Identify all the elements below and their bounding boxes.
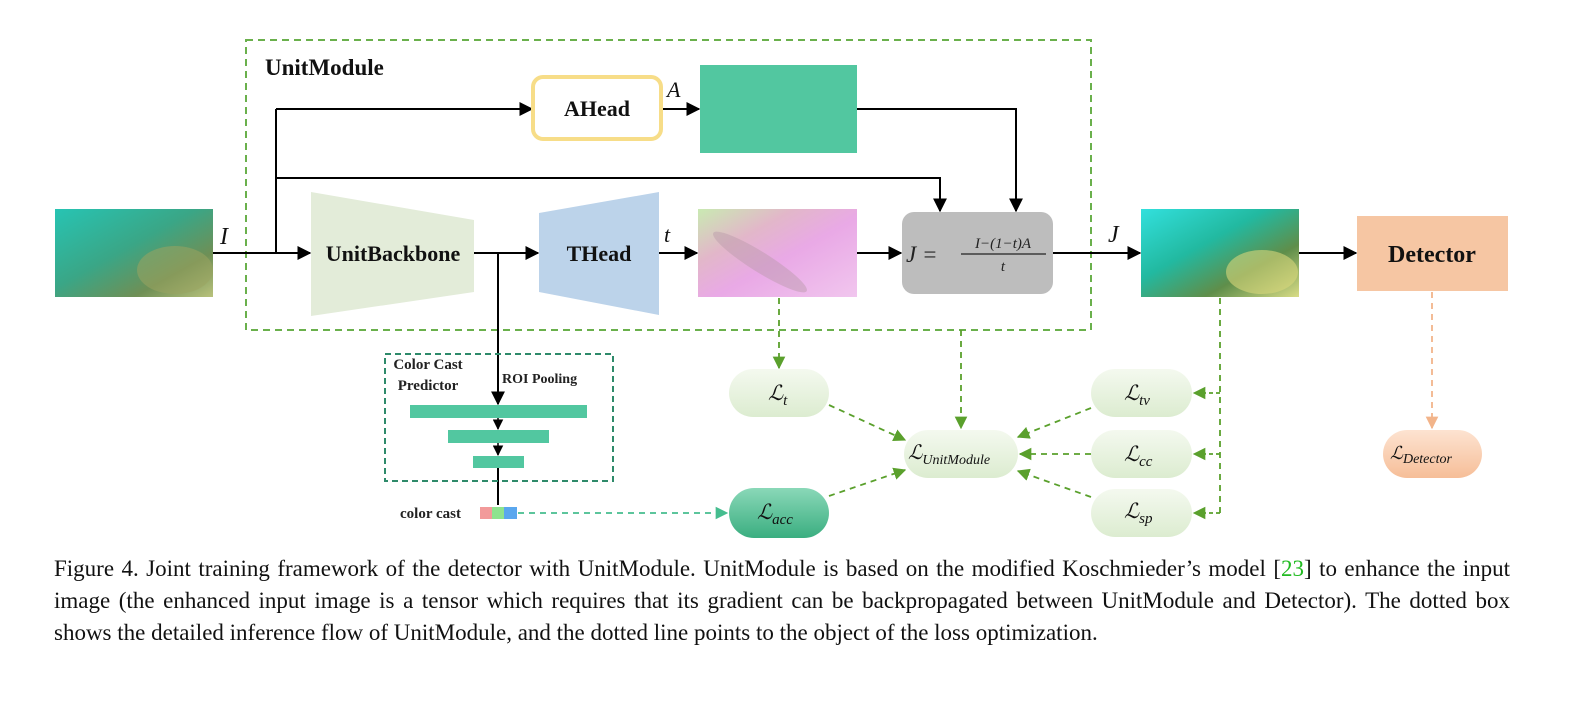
ahead-label: AHead: [564, 96, 630, 121]
loss-unitmodule-pill: [904, 430, 1018, 478]
loss-cc-sub: cc: [1139, 454, 1153, 470]
input-symbol: I: [219, 224, 229, 250]
loss-t-script: ℒ: [768, 381, 784, 405]
transmission-map: [698, 209, 857, 297]
loss-unitmodule-sub: UnitModule: [922, 453, 990, 468]
loss-acc-pill: [729, 488, 829, 538]
loss-detector-sub: Detector: [1402, 452, 1453, 467]
loss-detector-script: ℒ: [1390, 443, 1404, 463]
loss-cc-script: ℒ: [1124, 442, 1140, 466]
formula-lhs: J =: [906, 242, 937, 267]
formula-box: [902, 212, 1053, 294]
arrow-lt-to-lunit: [828, 404, 907, 441]
color-cast-predictor-box: [384, 353, 614, 482]
loss-t-label: ℒt: [768, 381, 788, 409]
formula-numerator: I−(1−t)A: [974, 236, 1032, 252]
loss-sp-pill: [1091, 489, 1192, 537]
detector-block: [1357, 216, 1508, 291]
framework-diagram: UnitModule I AHead A UnitBackbone THead …: [55, 39, 1508, 538]
predictor-layer-2: [448, 430, 549, 443]
predictor-label-line2: Predictor: [398, 378, 459, 394]
output-image-rocks: [1226, 250, 1298, 294]
loss-cc-label: ℒcc: [1124, 442, 1153, 470]
unitmodule-box: [245, 39, 1092, 331]
color-cast-label: color cast: [400, 506, 461, 522]
loss-unitmodule-label: ℒUnitModule: [908, 442, 990, 468]
loss-acc-script: ℒ: [757, 500, 773, 524]
predictor-layer-1: [410, 405, 587, 418]
arrow-input-to-formula: [276, 177, 947, 213]
arrow-lsp-to-lunit: [1016, 468, 1092, 498]
ahead-block: [531, 75, 663, 141]
figure-caption: Figure 4. Joint training framework of th…: [54, 553, 1510, 649]
detector-label: Detector: [1388, 242, 1476, 268]
loss-tv-label: ℒtv: [1124, 381, 1150, 409]
loss-unitmodule-script: ℒ: [908, 442, 923, 464]
loss-sp-script: ℒ: [1124, 499, 1140, 523]
arrow-amap-to-formula: [857, 108, 1023, 213]
unitmodule-title: UnitModule: [265, 55, 384, 80]
predictor-layer-3: [473, 456, 524, 468]
color-cast-green: [492, 507, 504, 519]
atmospheric-symbol: A: [665, 77, 681, 102]
color-cast-red: [480, 507, 492, 519]
unitbackbone-label: UnitBackbone: [326, 241, 461, 266]
unitbackbone-block: [311, 192, 474, 316]
arrow-ltv-to-lunit: [1016, 407, 1092, 439]
loss-tv-script: ℒ: [1124, 381, 1140, 405]
predictor-label-line1: Color Cast: [393, 357, 462, 373]
transmission-symbol: t: [664, 222, 671, 247]
loss-t-pill: [729, 369, 829, 417]
roi-pooling-label: ROI Pooling: [502, 372, 577, 387]
caption-reference-link[interactable]: 23: [1280, 556, 1304, 581]
caption-suffix: ] to enhance the input image (the enhanc…: [54, 556, 1510, 645]
loss-tv-sub: tv: [1139, 393, 1150, 409]
loss-t-sub: t: [783, 393, 788, 409]
loss-detector-label: ℒDetector: [1390, 443, 1453, 467]
transmission-map-band: [713, 231, 807, 293]
arrow-lacc-to-lunit: [828, 467, 907, 497]
thead-block: [539, 192, 659, 315]
input-image-rocks: [137, 246, 213, 294]
loss-sp-label: ℒsp: [1124, 499, 1153, 527]
caption-prefix: Figure 4. Joint training framework of th…: [54, 556, 1281, 581]
loss-tv-pill: [1091, 369, 1192, 417]
loss-detector-pill: [1383, 430, 1482, 478]
atmospheric-map: [700, 65, 857, 153]
loss-cc-pill: [1091, 430, 1192, 478]
color-cast-blue: [504, 507, 517, 519]
loss-acc-label: ℒacc: [757, 500, 793, 528]
loss-sp-sub: sp: [1139, 511, 1153, 527]
thead-label: THead: [567, 241, 632, 266]
loss-acc-sub: acc: [772, 512, 793, 528]
formula-denominator: t: [1001, 259, 1006, 275]
output-symbol: J: [1108, 222, 1120, 248]
